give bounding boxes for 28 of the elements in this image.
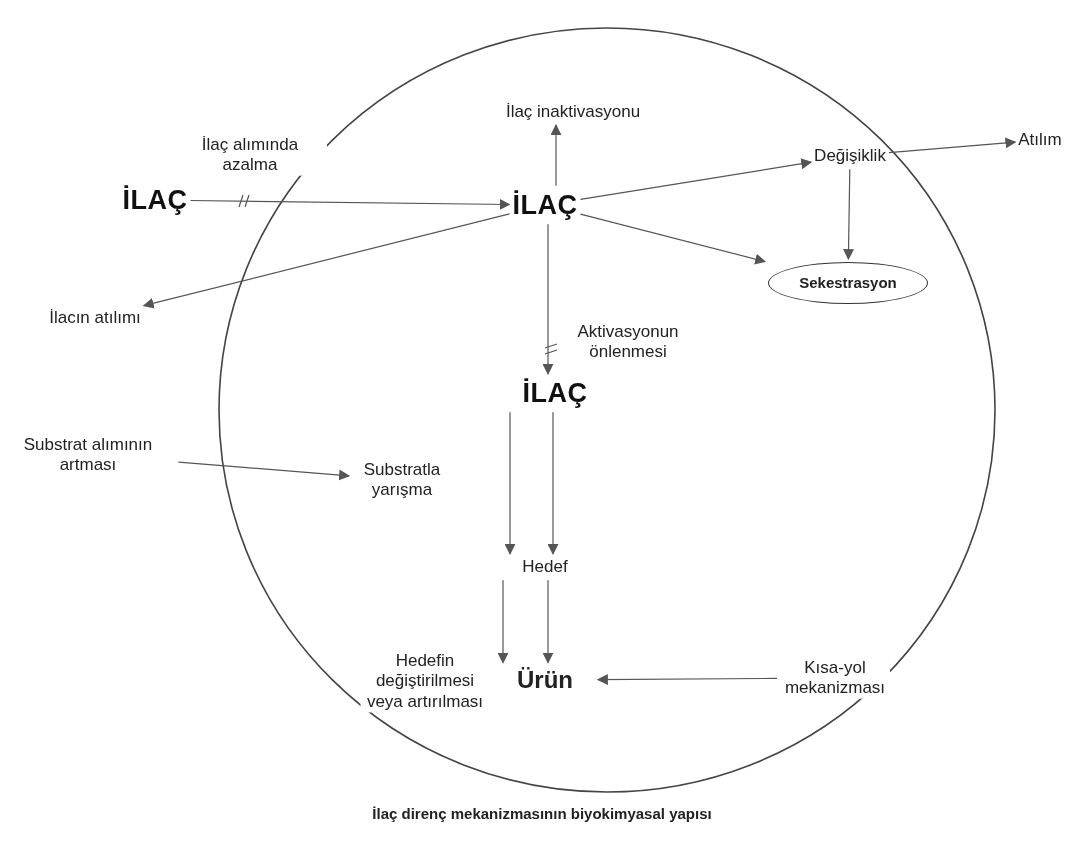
caption: İlaç direnç mekanizmasının biyokimyasal yapısı xyxy=(372,805,712,822)
arrow xyxy=(596,674,778,686)
drug-label: İLAÇ xyxy=(500,376,610,410)
arrow xyxy=(542,223,554,375)
node-label: Atılım xyxy=(1018,129,1062,151)
drug-label: İLAÇ xyxy=(122,183,188,217)
ellipse-node: Sekestrasyon xyxy=(768,262,928,304)
arrow xyxy=(542,579,554,664)
node-label: Değişiklik xyxy=(814,145,886,167)
arrow xyxy=(550,124,562,187)
arrow xyxy=(843,168,855,261)
note: Aktivasyonun önlenmesi xyxy=(576,321,680,363)
product-label: Ürün xyxy=(495,665,595,695)
arrow xyxy=(189,198,511,210)
arrow xyxy=(579,213,767,265)
arrow xyxy=(504,411,516,555)
node-label: Hedef xyxy=(495,556,595,578)
arrow xyxy=(177,461,351,481)
arrow xyxy=(497,579,509,664)
arrow xyxy=(142,213,511,309)
node-label: İlacın atılımı xyxy=(49,307,141,329)
arrow xyxy=(579,158,813,200)
node-label: Substrat alımının artması xyxy=(0,434,176,476)
node-label: Substratla yarışma xyxy=(352,459,452,501)
drug-label: İLAÇ xyxy=(512,188,578,222)
arrow xyxy=(547,411,559,555)
arrow xyxy=(888,137,1017,154)
node-label: İlaç inaktivasyonu xyxy=(505,101,641,123)
